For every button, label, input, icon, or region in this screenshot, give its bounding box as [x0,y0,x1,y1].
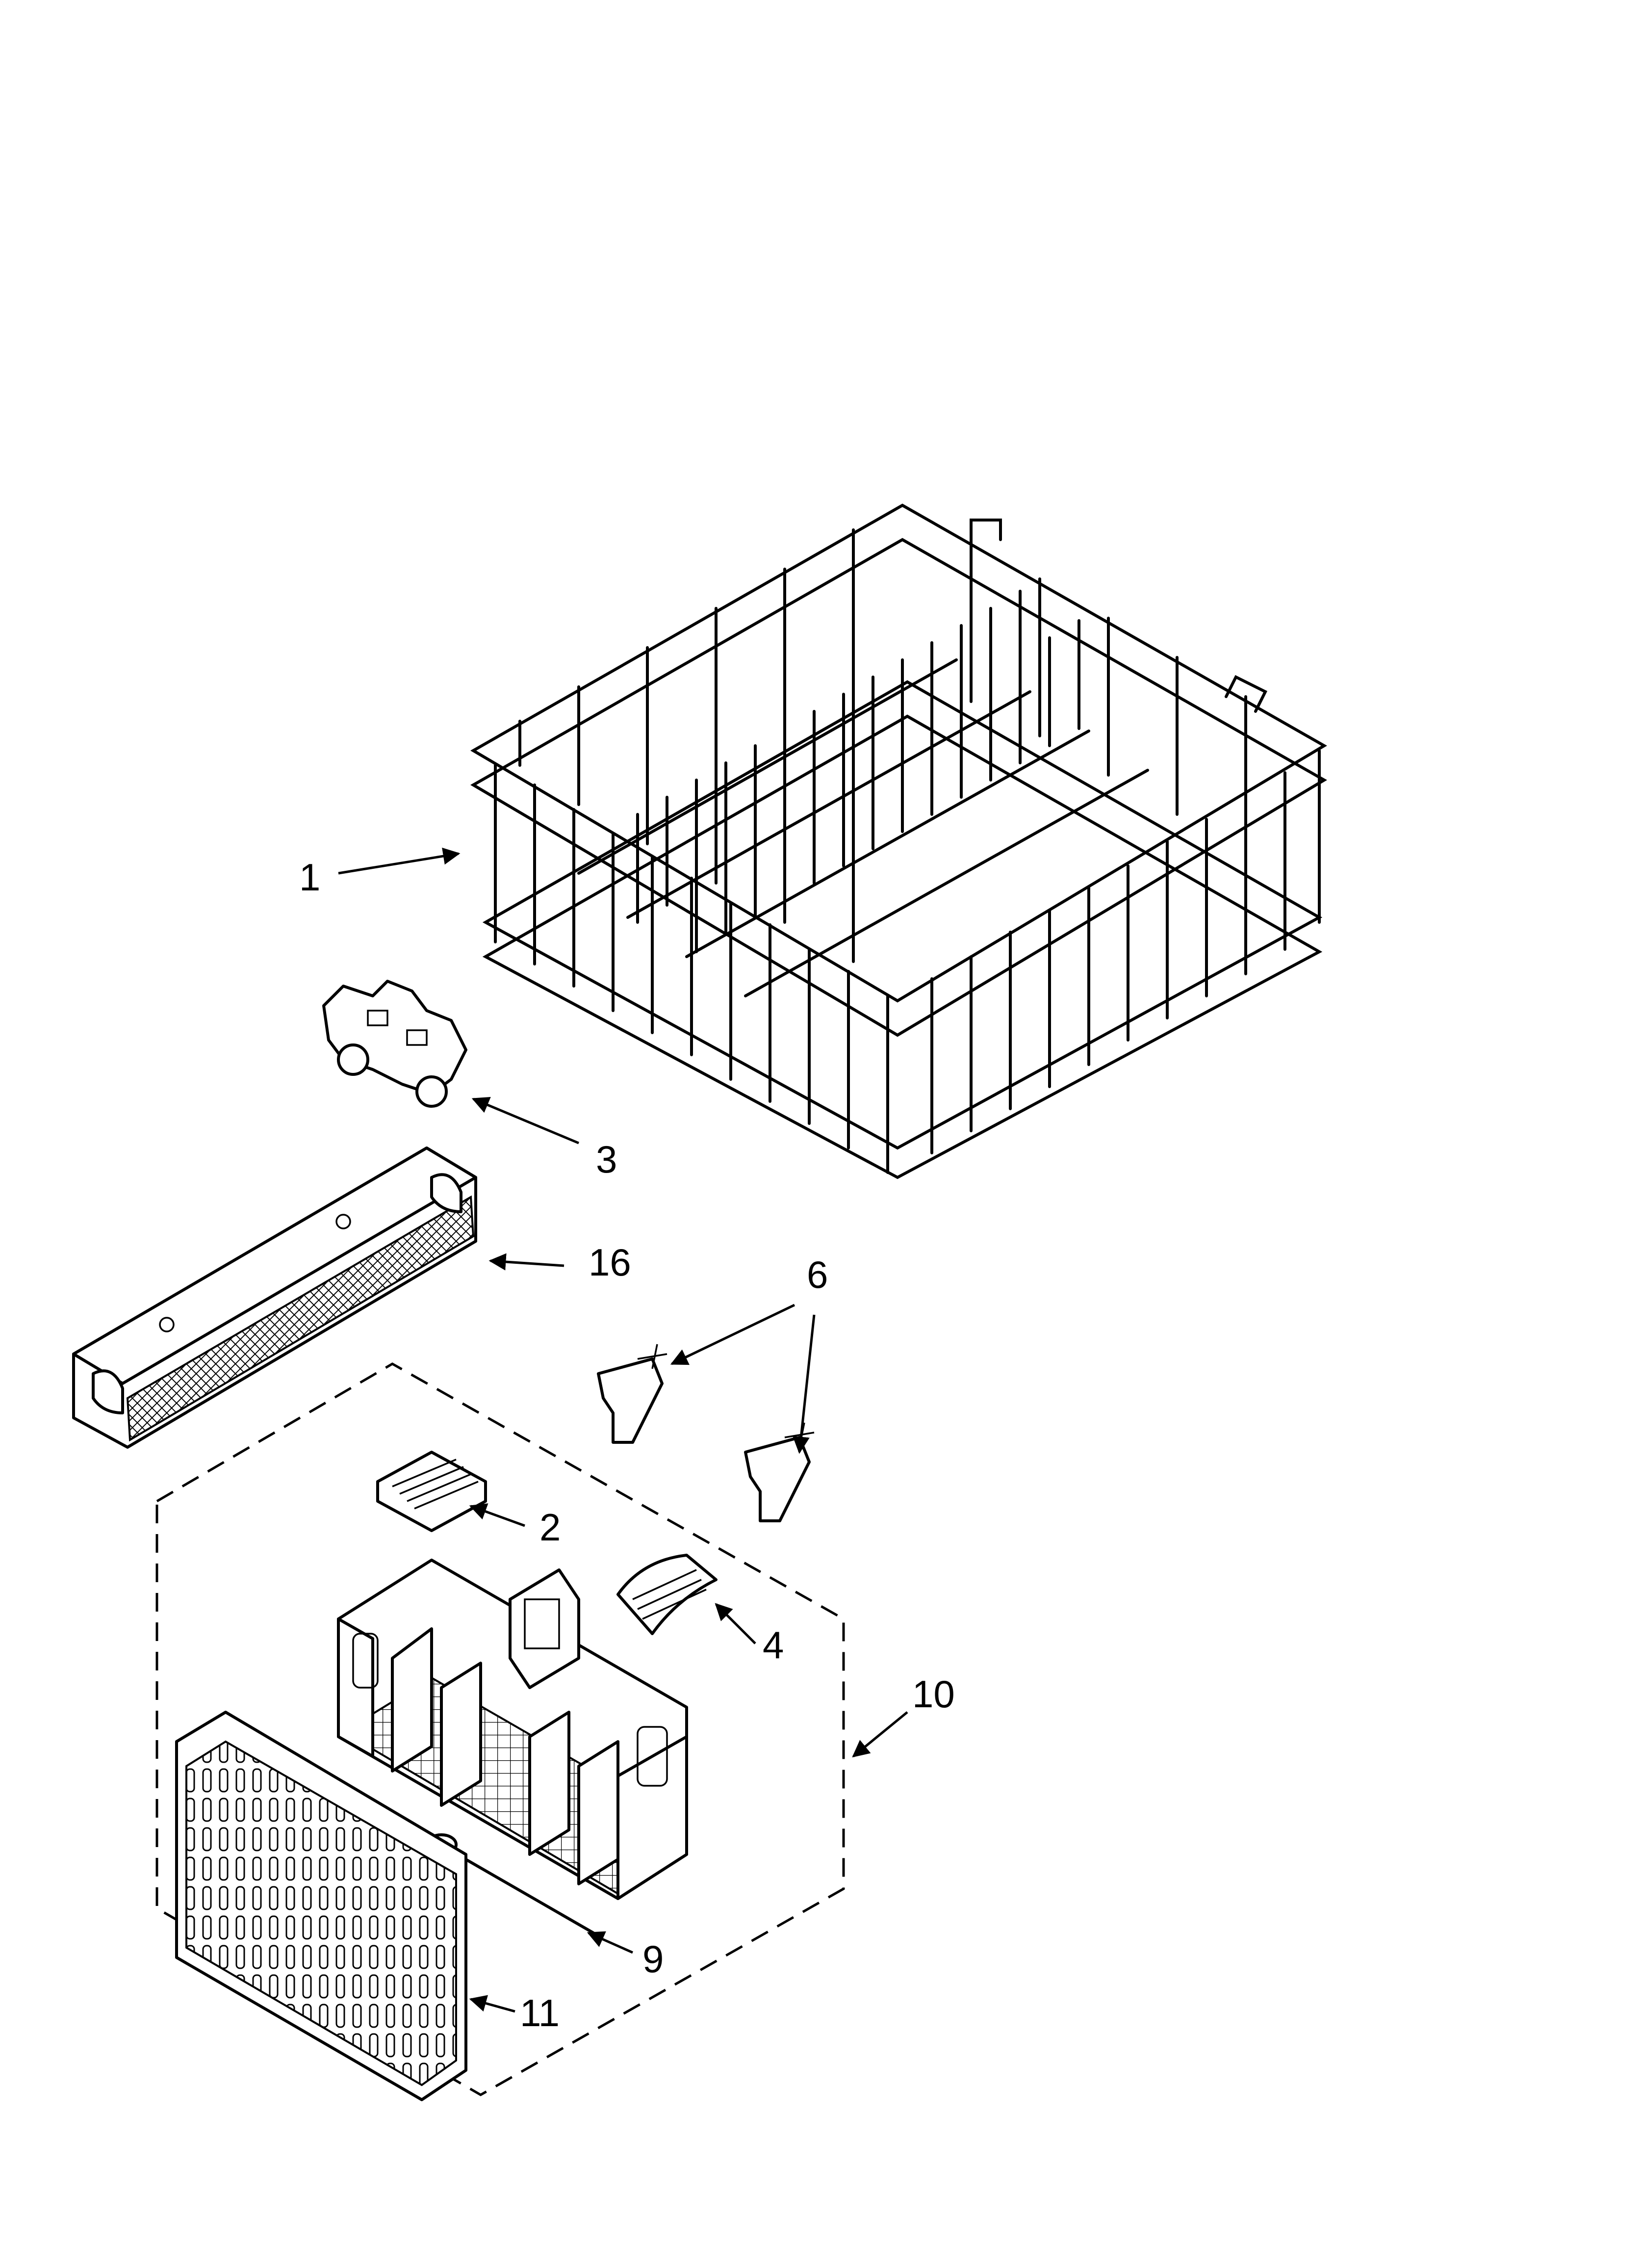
callout-1: 1 [299,856,320,899]
silverware-basket [337,1559,689,1900]
basket-lid-curved [616,1554,718,1635]
callout-2: 2 [539,1506,561,1549]
basket-lid-small [376,1451,487,1532]
callout-11: 11 [520,1991,560,2034]
leader-lines [338,847,908,2013]
callout-6: 6 [807,1253,828,1296]
rack-clip-lower [744,1422,815,1522]
callout-9: 9 [642,1937,664,1981]
wheel-carrier [322,980,467,1108]
dish-rack [470,503,1327,1179]
basket-assembly-outline [155,1362,845,2096]
callout-4: 4 [763,1623,784,1667]
callout-16: 16 [589,1241,631,1284]
rack-clip-upper [597,1344,667,1444]
callout-10: 10 [912,1672,955,1716]
grille-cover [175,1711,467,2101]
utensil-basket [72,1147,477,1449]
callout-3: 3 [596,1138,617,1181]
